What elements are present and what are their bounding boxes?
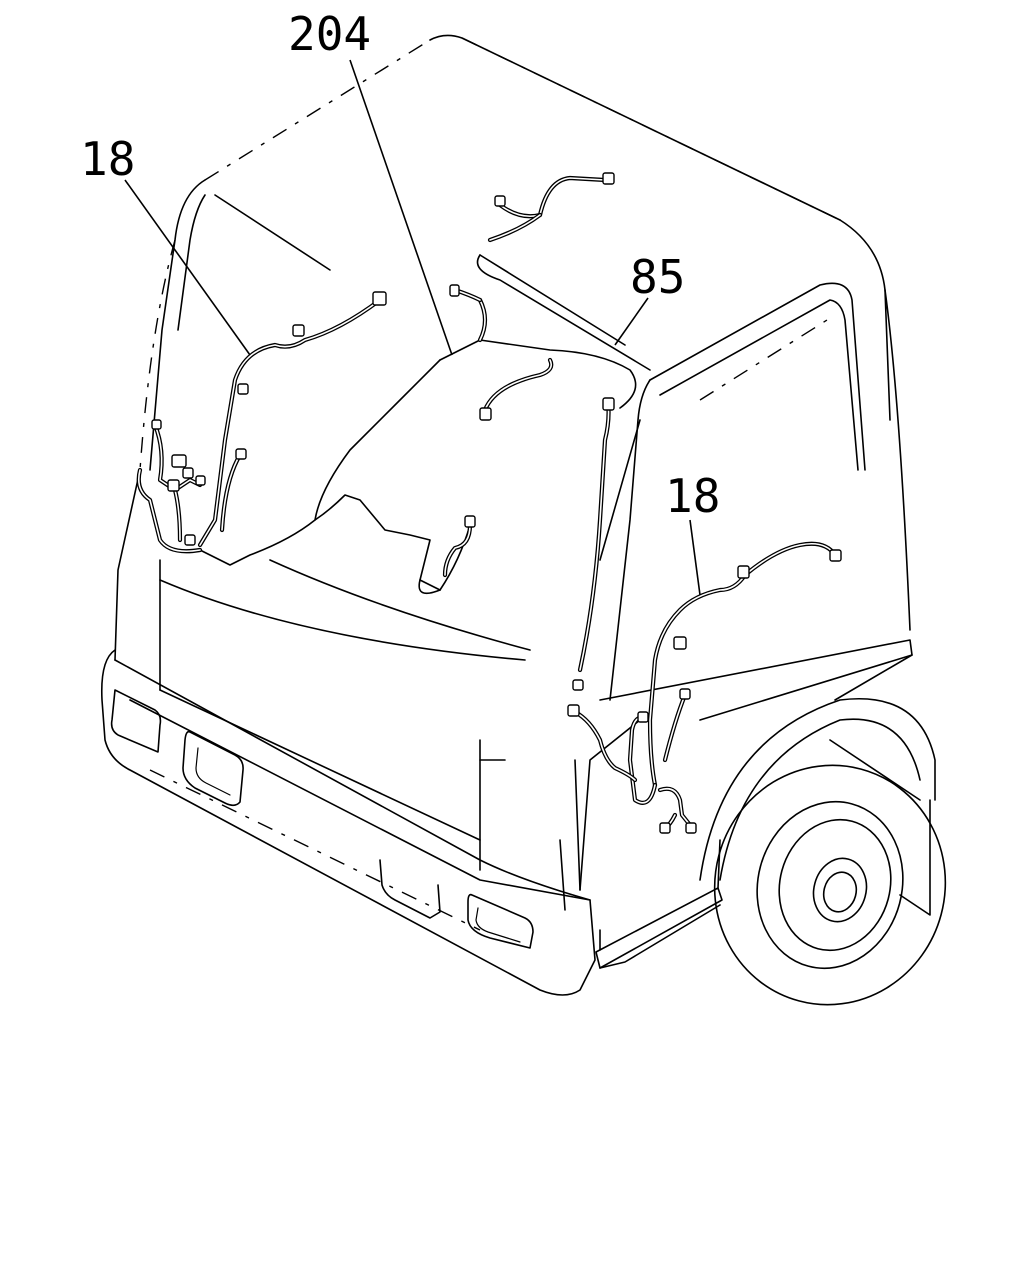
leader-line	[614, 297, 649, 346]
connector	[602, 172, 615, 185]
connector	[195, 475, 206, 486]
leader-line	[124, 179, 251, 356]
connector	[372, 291, 387, 306]
connector	[602, 397, 615, 411]
callout-label: 85	[630, 250, 685, 304]
connector	[449, 284, 460, 297]
connector	[673, 636, 687, 650]
callout-label: 18	[80, 132, 135, 186]
connector	[737, 565, 750, 579]
connector	[171, 454, 187, 468]
connector	[479, 407, 492, 421]
connector	[292, 324, 305, 337]
callout-harness-right: 18	[665, 469, 720, 596]
connector	[464, 515, 476, 528]
connector	[184, 534, 196, 546]
connector	[572, 679, 584, 691]
connector	[567, 704, 580, 717]
callout-harness-main: 204	[288, 7, 453, 356]
harness-18-left	[136, 291, 387, 554]
connector	[679, 688, 691, 700]
connector	[151, 419, 162, 430]
harness-18-right	[567, 541, 842, 834]
leader-line	[349, 59, 453, 356]
connector	[659, 822, 671, 834]
connector	[237, 383, 249, 395]
callout-label: 204	[288, 7, 371, 61]
harness-204	[199, 284, 637, 691]
callout-harness-left: 18	[80, 132, 251, 356]
truck-cab-outline	[100, 34, 936, 996]
connector	[685, 822, 697, 834]
connector	[494, 195, 506, 207]
connector	[235, 448, 247, 460]
leader-line	[689, 519, 701, 596]
connector	[167, 479, 180, 492]
front-wheel	[713, 764, 947, 1006]
connector	[829, 549, 842, 562]
callout-label: 18	[665, 469, 720, 523]
connector	[182, 467, 194, 479]
connector	[637, 711, 649, 723]
callout-harness-roof: 85	[614, 250, 685, 346]
harness-85	[487, 172, 615, 243]
